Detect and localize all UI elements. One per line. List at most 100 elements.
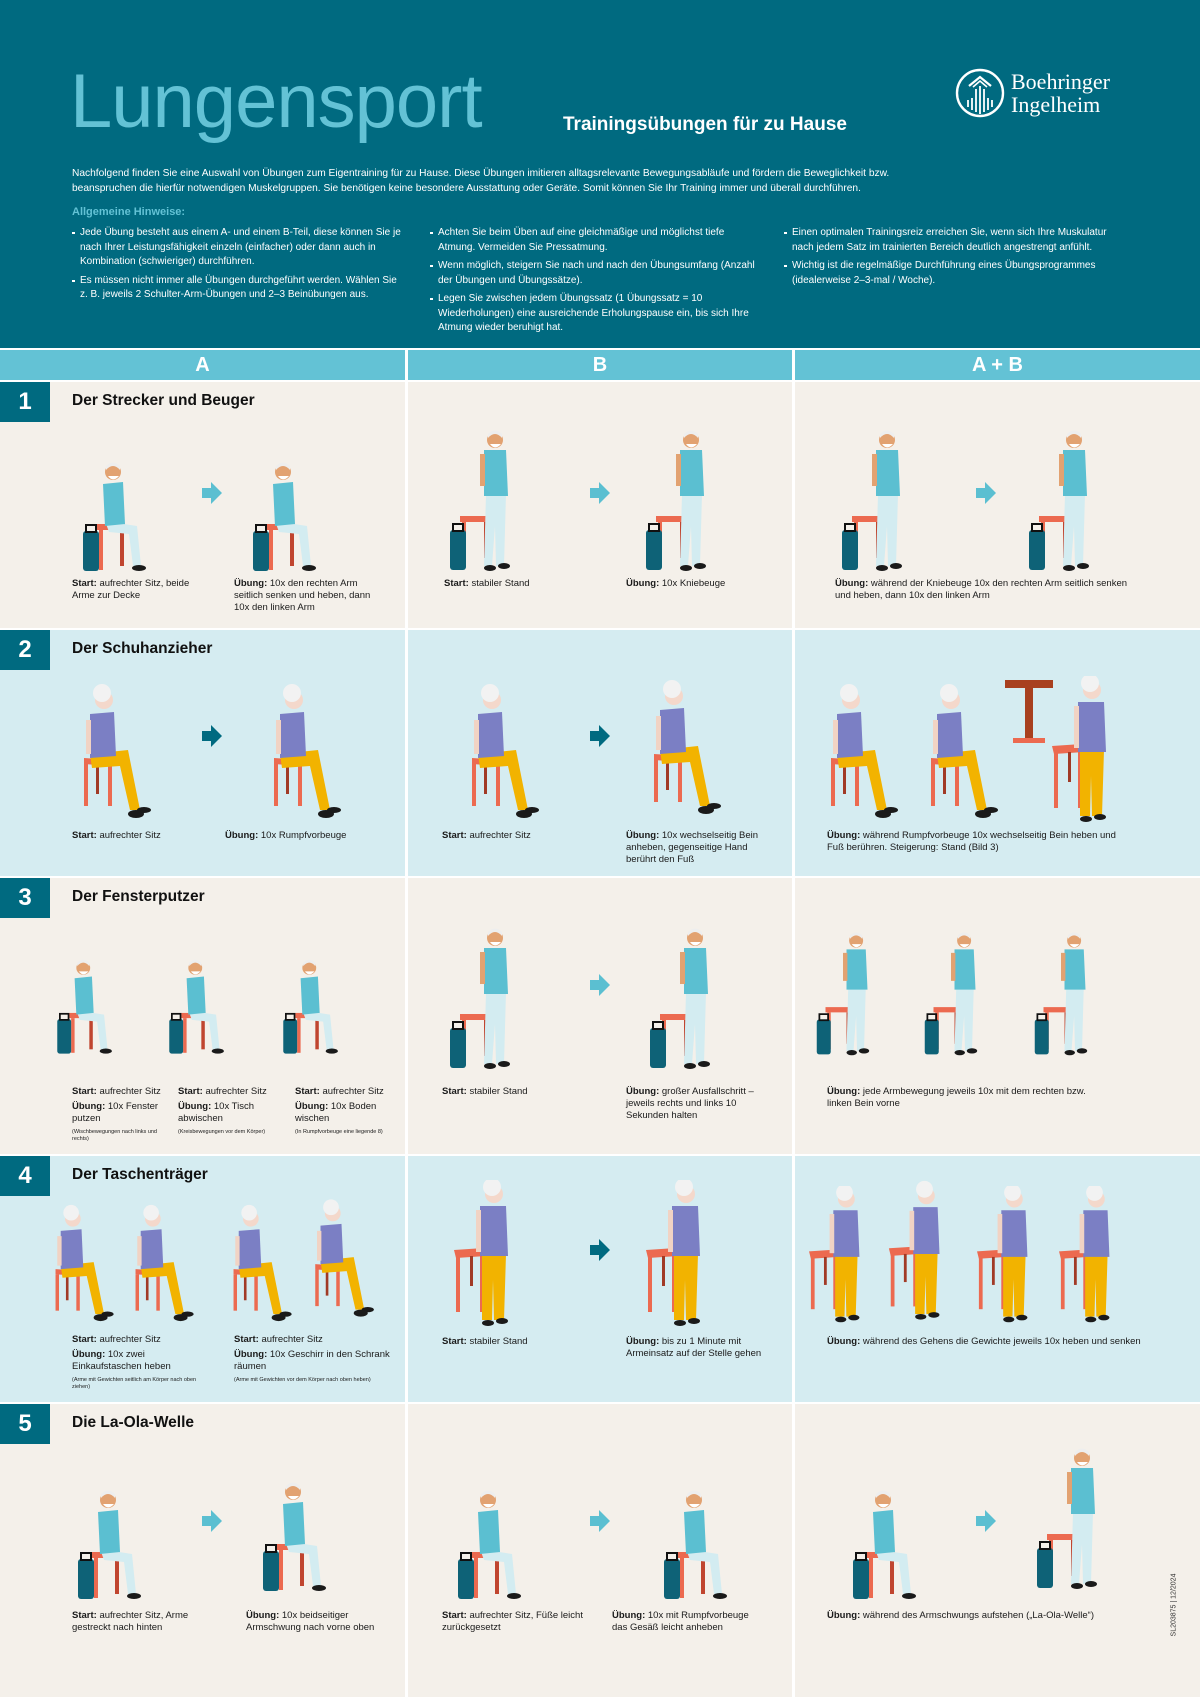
woman-marching-dishes-up-illustration <box>887 1180 962 1326</box>
hint-item: Wenn möglich, steigern Sie nach und nach… <box>430 259 760 288</box>
man-floor-wiping-illustration <box>276 928 346 1058</box>
arrow-right-icon <box>202 482 222 504</box>
man-standing-up-arms-up-illustration <box>1035 1434 1115 1604</box>
cell-b: Start: stabiler Stand Übung: bis zu 1 Mi… <box>408 1156 792 1402</box>
man-table-wiping-illustration <box>162 928 232 1058</box>
arrow-right-icon <box>590 725 610 747</box>
caption-start: Start: aufrechter Sitz, Füße leicht zurü… <box>442 1610 583 1633</box>
caption-exercise: Übung: jede Armbewegung jeweils 10x mit … <box>827 1086 1086 1109</box>
man-window-cleaning-illustration <box>50 928 120 1058</box>
man-seated-arms-back-illustration <box>70 1454 150 1604</box>
exercise-number: 2 <box>0 630 50 670</box>
caption-exercise: Übung: 10x mit Rumpfvorbeuge das Gesäß l… <box>612 1610 749 1633</box>
caption-start: Start: stabiler Stand <box>444 578 530 589</box>
woman-bags-down-illustration <box>50 1198 120 1328</box>
caption-exercise: Übung: während Rumpfvorbeuge 10x wechsel… <box>827 830 1116 853</box>
intro-text: Nachfolgend finden Sie eine Auswahl von … <box>72 168 890 194</box>
cell-b: Start: aufrechter Sitz, Füße leicht zurü… <box>408 1404 792 1697</box>
woman-standing-illustration <box>452 1180 532 1330</box>
exercise-title: Der Fensterputzer <box>72 888 205 905</box>
hint-item: Jede Übung besteht aus einem A- und eine… <box>72 226 402 270</box>
caption-exercise-variant-1: Start: aufrechter Sitz Übung: 10x Fenste… <box>72 1086 161 1142</box>
exercise-number: 1 <box>0 382 50 422</box>
woman-seated-illustration <box>466 676 546 826</box>
caption-exercise: Übung: während des Gehens die Gewichte j… <box>827 1336 1141 1347</box>
cell-b: Start: stabiler Stand Übung: 10x Kniebeu… <box>408 382 792 628</box>
man-standing-illustration <box>448 924 528 1074</box>
cell-a-plus-b: Übung: während der Kniebeuge 10x den rec… <box>795 382 1200 628</box>
cell-a-plus-b: Übung: während Rumpfvorbeuge 10x wechsel… <box>795 630 1200 876</box>
poster-header: Lungensport Trainingsübungen für zu Haus… <box>0 0 1200 348</box>
cell-a: 3 Der Fensterputzer Start: aufrechter Si… <box>0 878 405 1154</box>
caption-exercise: Übung: 10x Rumpfvorbeuge <box>225 830 347 841</box>
column-header-a-plus-b: A + B <box>795 350 1200 380</box>
cell-a-plus-b: Übung: jede Armbewegung jeweils 10x mit … <box>795 878 1200 1154</box>
caption-exercise-variant-3: Start: aufrechter Sitz Übung: 10x Boden … <box>295 1086 384 1135</box>
caption-exercise: Übung: 10x den rechten Arm seitlich senk… <box>234 578 371 613</box>
woman-marching-bags-illustration <box>975 1186 1050 1326</box>
caption-exercise-variant-2: Start: aufrechter Sitz Übung: 10x Tisch … <box>178 1086 267 1135</box>
man-lunge-illustration <box>648 924 728 1074</box>
woman-bags-up-illustration <box>130 1198 200 1328</box>
cell-a: 1 Der Strecker und Beuger Start: aufrech… <box>0 382 405 628</box>
table-illustration <box>1005 680 1053 743</box>
caption-start: Start: stabiler Stand <box>442 1086 528 1097</box>
caption-exercise: Übung: 10x beidseitiger Armschwung nach … <box>246 1610 375 1633</box>
page-title: Lungensport <box>70 59 483 144</box>
exercise-row-2: 2 Der Schuhanzieher Start: aufrechter Si… <box>0 630 1200 876</box>
hint-item: Es müssen nicht immer alle Übungen durch… <box>72 274 402 303</box>
man-seated-arms-up-illustration <box>255 1438 335 1604</box>
woman-marching-dishes-illustration <box>807 1186 882 1326</box>
page-subtitle: Trainingsübungen für zu Hause <box>563 114 847 135</box>
man-standing-arms-up-illustration <box>840 426 920 576</box>
caption-exercise: Übung: während des Armschwungs aufstehen… <box>827 1610 1094 1621</box>
woman-leg-raise-illustration <box>648 668 728 826</box>
caption-exercise: Übung: 10x wechselseitig Bein anheben, g… <box>626 830 758 865</box>
exercise-row-1: 1 Der Strecker und Beuger Start: aufrech… <box>0 382 1200 628</box>
woman-leg-raise-illustration <box>925 676 1005 826</box>
cell-b: Start: aufrechter Sitz Übung: 10x wechse… <box>408 630 792 876</box>
hint-item: Legen Sie zwischen jedem Übungssatz (1 Ü… <box>430 292 760 336</box>
woman-dishes-up-illustration <box>310 1188 380 1328</box>
arrow-right-icon <box>976 482 996 504</box>
caption-start: Start: stabiler Stand <box>442 1336 528 1347</box>
hints-heading: Allgemeine Hinweise: <box>72 206 186 218</box>
woman-marching-illustration <box>644 1180 724 1330</box>
exercise-row-4: 4 Der Taschenträger Start: aufrechter Si… <box>0 1156 1200 1402</box>
boehringer-logo: Boehringer Ingelheim <box>955 68 1110 118</box>
woman-seated-illustration <box>78 676 158 826</box>
caption-exercise: Übung: während der Kniebeuge 10x den rec… <box>835 578 1128 601</box>
arrow-right-icon <box>202 725 222 747</box>
caption-exercise-variant-1: Start: aufrechter Sitz Übung: 10x zwei E… <box>72 1334 197 1390</box>
arrow-right-icon <box>976 1510 996 1532</box>
caption-exercise: Übung: großer Ausfallschritt – jeweils r… <box>626 1086 754 1121</box>
man-lunge-table-illustration <box>923 924 993 1064</box>
boehringer-logo-icon <box>955 68 1005 118</box>
hints-column-1: Jede Übung besteht aus einem A- und eine… <box>72 226 402 307</box>
woman-seated-illustration <box>825 676 905 826</box>
hint-item: Achten Sie beim Üben auf eine gleichmäßi… <box>430 226 760 255</box>
exercise-title: Die La-Ola-Welle <box>72 1414 195 1431</box>
cell-a: 2 Der Schuhanzieher Start: aufrechter Si… <box>0 630 405 876</box>
arrow-right-icon <box>202 1510 222 1532</box>
caption-start: Start: aufrechter Sitz <box>442 830 531 841</box>
man-standing-illustration <box>448 426 528 576</box>
man-squat-illustration <box>644 426 724 576</box>
cell-a: 4 Der Taschenträger Start: aufrechter Si… <box>0 1156 405 1402</box>
arrow-right-icon <box>590 1510 610 1532</box>
cell-a-plus-b: Übung: während des Armschwungs aufstehen… <box>795 1404 1200 1697</box>
document-code: SL203875 | 12/2024 <box>1170 1573 1178 1637</box>
column-header-b: B <box>408 350 792 380</box>
woman-standing-bend-illustration <box>1050 676 1130 826</box>
arrow-right-icon <box>590 974 610 996</box>
hint-item: Wichtig ist die regelmäßige Durchführung… <box>784 259 1124 288</box>
exercise-title: Der Strecker und Beuger <box>72 392 255 409</box>
man-seated-arms-up-illustration <box>75 426 155 576</box>
exercise-row-3: 3 Der Fensterputzer Start: aufrechter Si… <box>0 878 1200 1154</box>
woman-forward-bend-illustration <box>268 676 348 826</box>
hints-column-2: Achten Sie beim Üben auf eine gleichmäßi… <box>430 226 760 340</box>
man-seated-arms-back-illustration <box>845 1454 925 1604</box>
man-seated-illustration <box>450 1454 530 1604</box>
man-lunge-window-illustration <box>815 924 885 1064</box>
woman-dishes-down-illustration <box>228 1198 298 1328</box>
